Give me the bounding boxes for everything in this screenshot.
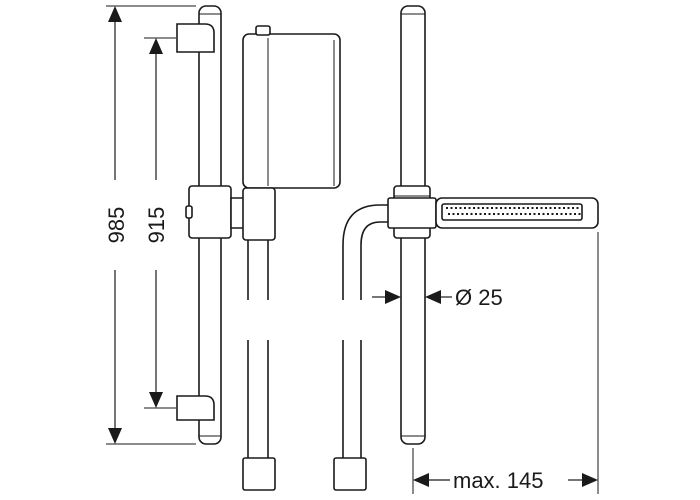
top-wall-bracket bbox=[176, 23, 215, 53]
hose-connector bbox=[242, 457, 276, 491]
dimension-projection: max. 145 bbox=[412, 232, 599, 494]
dimension-label-985: 985 bbox=[104, 207, 129, 244]
hose-connector-right bbox=[333, 457, 367, 491]
dimension-915: 915 bbox=[144, 37, 176, 409]
front-view bbox=[176, 5, 247, 445]
dimension-diameter: Ø 25 bbox=[372, 285, 503, 310]
dimension-label-915: 915 bbox=[144, 207, 169, 244]
side-view bbox=[242, 25, 341, 491]
dimension-label-projection: max. 145 bbox=[453, 468, 544, 493]
bottom-wall-bracket bbox=[176, 395, 215, 421]
dimension-985: 985 bbox=[104, 5, 196, 445]
nozzle-pattern bbox=[446, 207, 581, 215]
top-view bbox=[333, 5, 599, 491]
hand-shower-handle bbox=[242, 187, 276, 241]
hose-loop bbox=[342, 204, 390, 458]
dimension-label-diameter: Ø 25 bbox=[455, 285, 503, 310]
rail-slider bbox=[188, 185, 232, 239]
hand-shower-head bbox=[242, 33, 341, 189]
